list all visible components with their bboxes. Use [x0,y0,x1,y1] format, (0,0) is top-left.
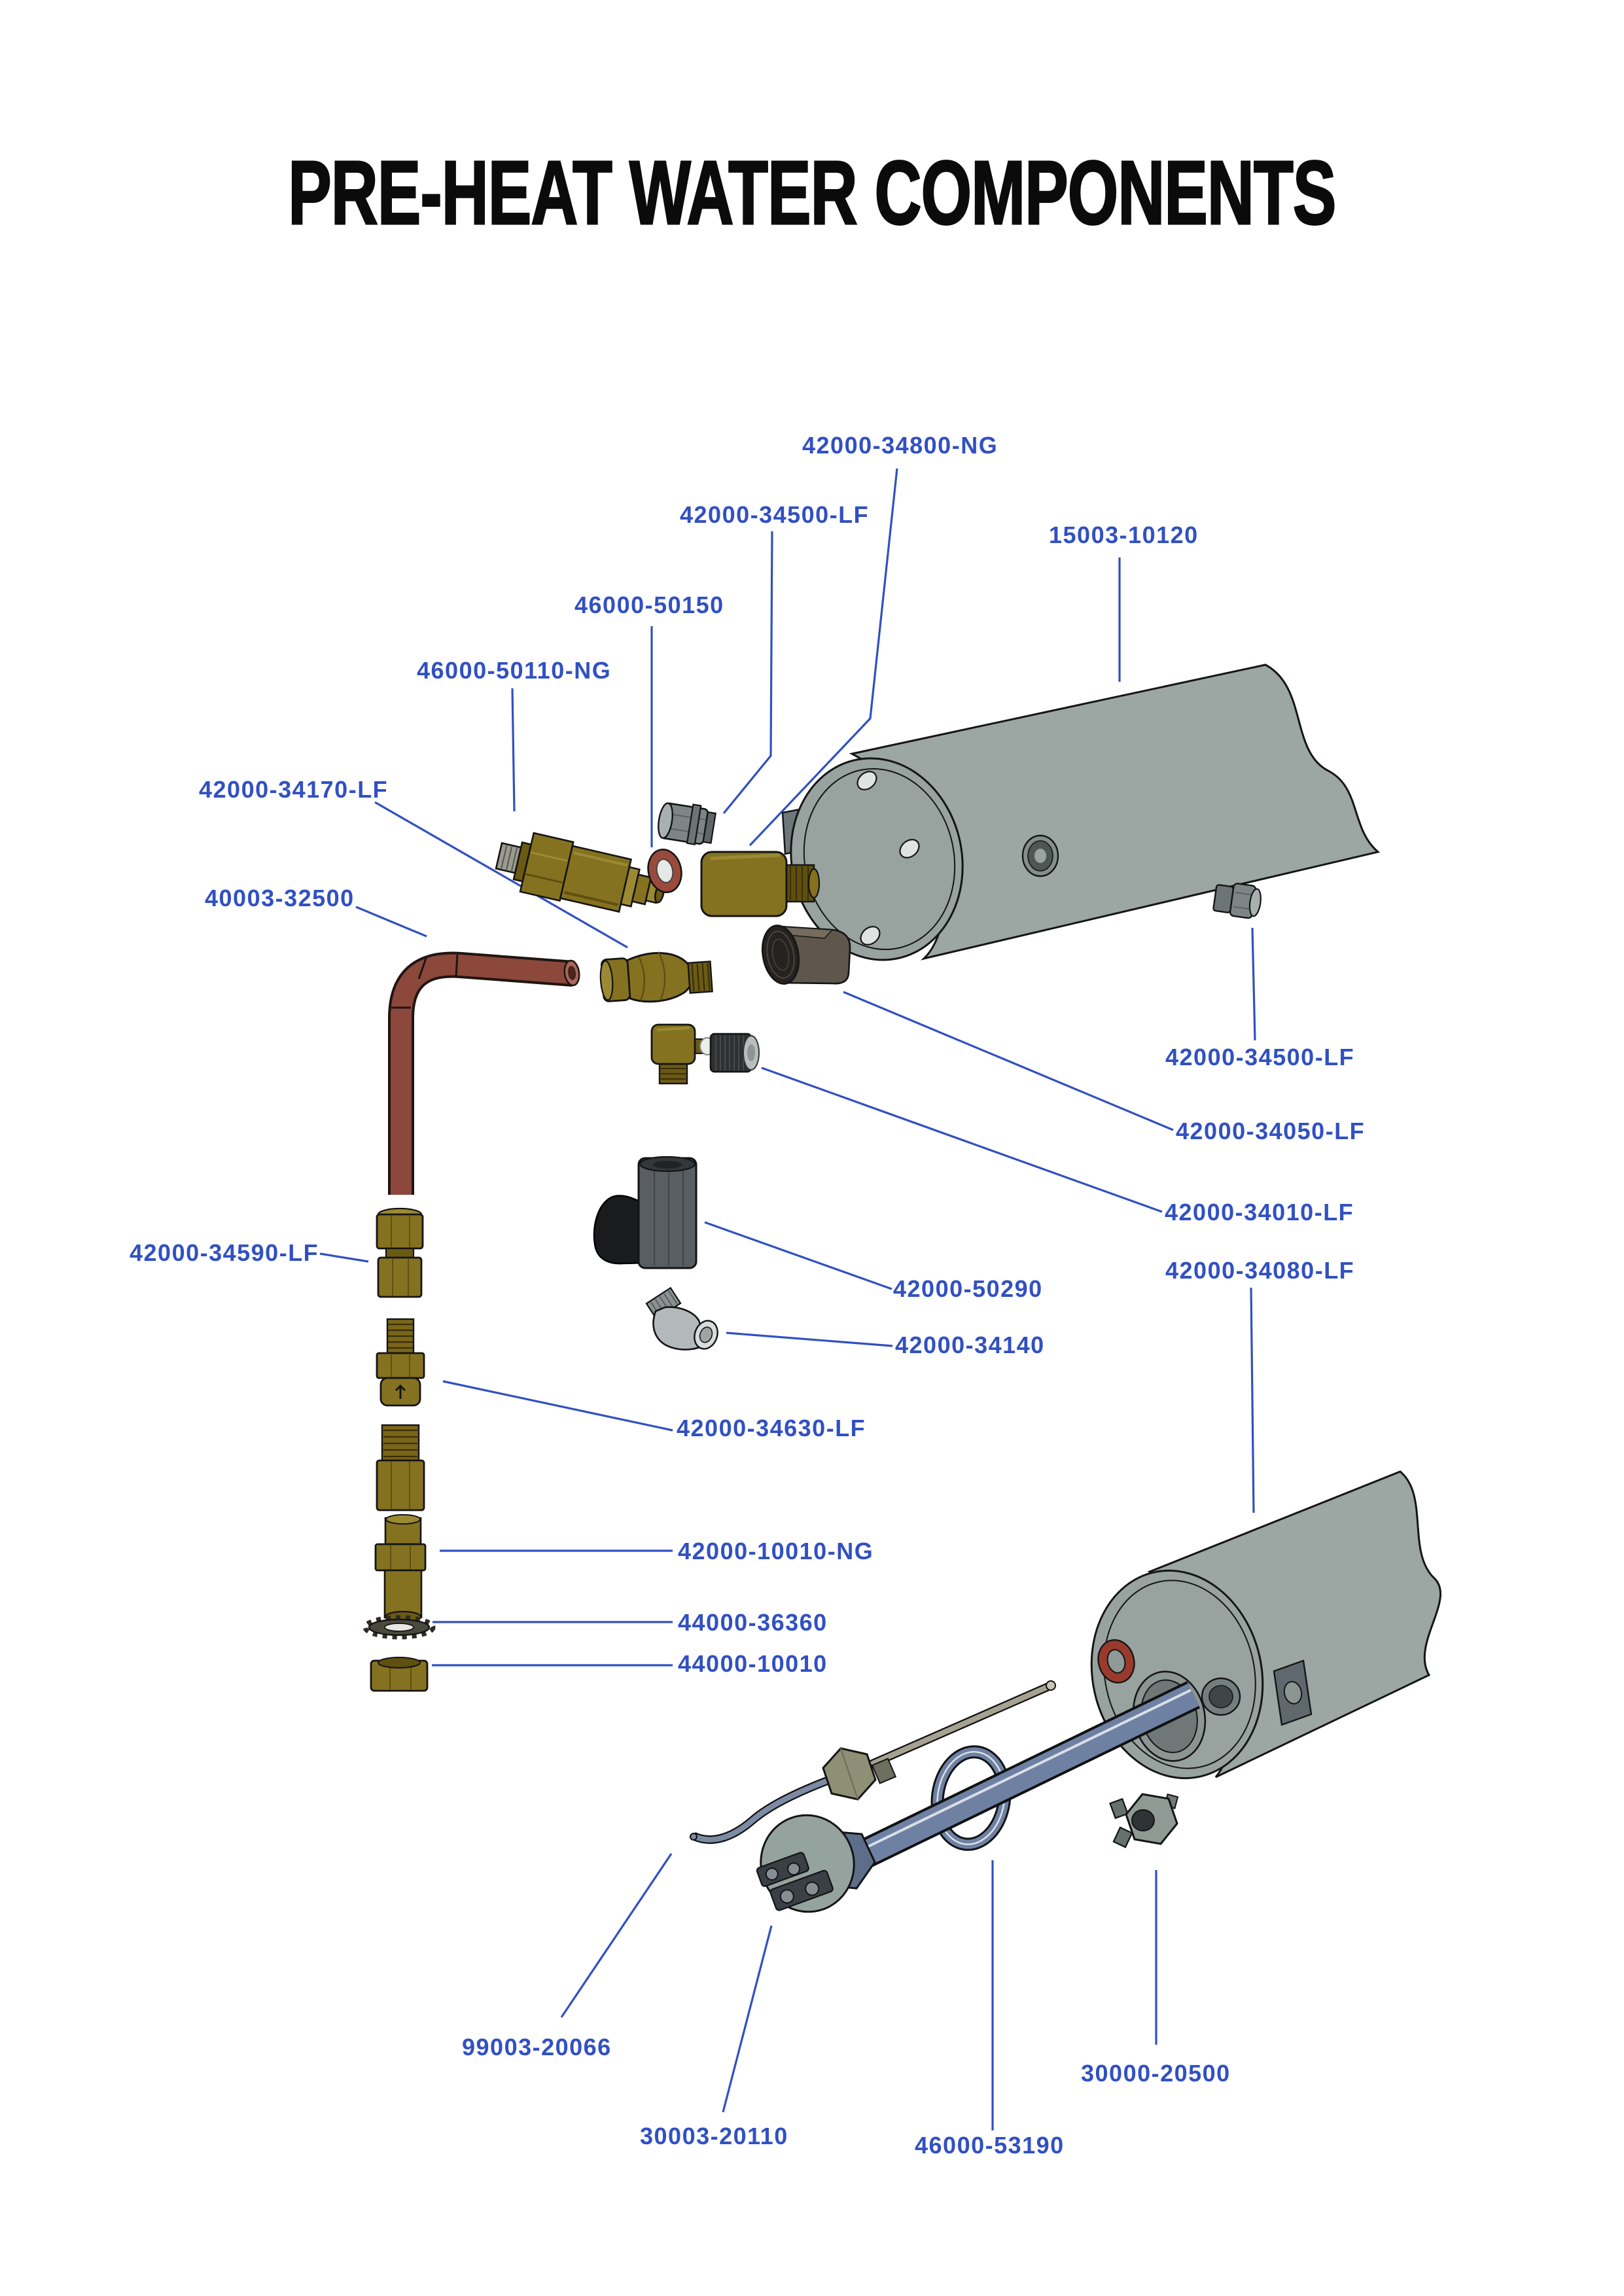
part-tank-lower [1090,1470,1442,1780]
leader-50290 [704,1221,892,1290]
part-drain-plug [1109,1793,1179,1848]
part-label-15003-10120: 15003-10120 [1049,521,1199,548]
diagram-title: PRE-HEAT WATER COMPONENTS [287,143,1337,243]
probe-nut [822,1747,897,1801]
part-red-washer [647,849,682,893]
part-relief-valve [495,832,665,913]
part-hex-plug-right [1212,883,1262,919]
part-hex-nut [370,1657,429,1692]
part-label-42000-34500-LF-top: 42000-34500-LF [680,501,870,528]
part-label-42000-34140: 42000-34140 [895,1332,1045,1358]
tank-lower-endcap-rim [1103,1580,1256,1769]
leader-20110 [722,1925,773,2113]
part-label-46000-53190: 46000-53190 [915,2132,1065,2159]
part-label-42000-34170-LF: 42000-34170-LF [199,776,389,803]
element-flange [756,1814,876,1913]
part-label-42000-34050-LF: 42000-34050-LF [1176,1118,1366,1144]
part-check-valve [376,1318,425,1407]
part-label-30000-20500: 30000-20500 [1081,2060,1231,2087]
part-compression-fitting [376,1207,424,1298]
part-label-42000-34010-LF: 42000-34010-LF [1165,1199,1354,1226]
part-copper-pipe [388,951,580,1195]
leader-34170 [374,801,628,949]
part-label-42000-34080-LF: 42000-34080-LF [1165,1257,1355,1284]
part-male-adapter [376,1424,425,1511]
leader-34140 [726,1332,893,1347]
leader-34630 [442,1380,673,1432]
part-label-46000-50150: 46000-50150 [574,592,724,618]
part-label-42000-50290: 42000-50290 [893,1275,1043,1302]
part-brass-cube [700,851,821,917]
part-knurled-nut [709,1033,760,1073]
part-mixing-block [761,925,851,985]
leader-34590 [319,1252,369,1263]
element-tube [843,1681,1201,1875]
part-small-brass-elbow [650,1023,715,1085]
leader-50110 [511,688,516,812]
part-label-42000-34800-NG: 42000-34800-NG [802,432,998,459]
part-label-42000-34590-LF: 42000-34590-LF [130,1239,319,1266]
part-gray-elbow [645,1286,718,1351]
leader-32500 [355,906,427,938]
tank-upper-hole-3 [860,926,881,945]
leader-34050 [843,991,1174,1131]
part-inline-strainer [593,1156,697,1269]
leader-34500-top [722,531,773,815]
leader-34800 [749,468,898,847]
part-label-46000-50110-NG: 46000-50110-NG [417,657,612,684]
part-street-elbow [599,951,713,1003]
part-label-44000-36360: 44000-36360 [678,1609,828,1636]
leader-34080 [1250,1287,1255,1513]
leader-99003 [560,1853,673,2018]
tank-upper-hole-1 [856,771,877,790]
part-label-30003-20110: 30003-20110 [640,2123,788,2149]
leader-34500-right [1251,927,1256,1041]
part-star-washer [362,1615,436,1640]
leader-34010 [761,1067,1163,1213]
part-label-42000-10010-NG: 42000-10010-NG [678,1538,874,1564]
part-tank-upper [781,663,1381,961]
part-union-fitting [374,1514,427,1623]
part-hex-plug-top [658,802,716,845]
part-label-42000-34500-LF-right: 42000-34500-LF [1165,1044,1355,1070]
part-label-99003-20066: 99003-20066 [462,2034,612,2060]
thermostat-probe [690,1680,1056,1845]
tank-upper-hole-2 [899,839,920,858]
part-label-42000-34630-LF: 42000-34630-LF [677,1415,866,1441]
part-label-40003-32500: 40003-32500 [205,885,355,911]
leader-lines [319,468,1256,2130]
part-heating-element [690,1680,1201,1913]
part-label-44000-10010: 44000-10010 [678,1650,828,1677]
